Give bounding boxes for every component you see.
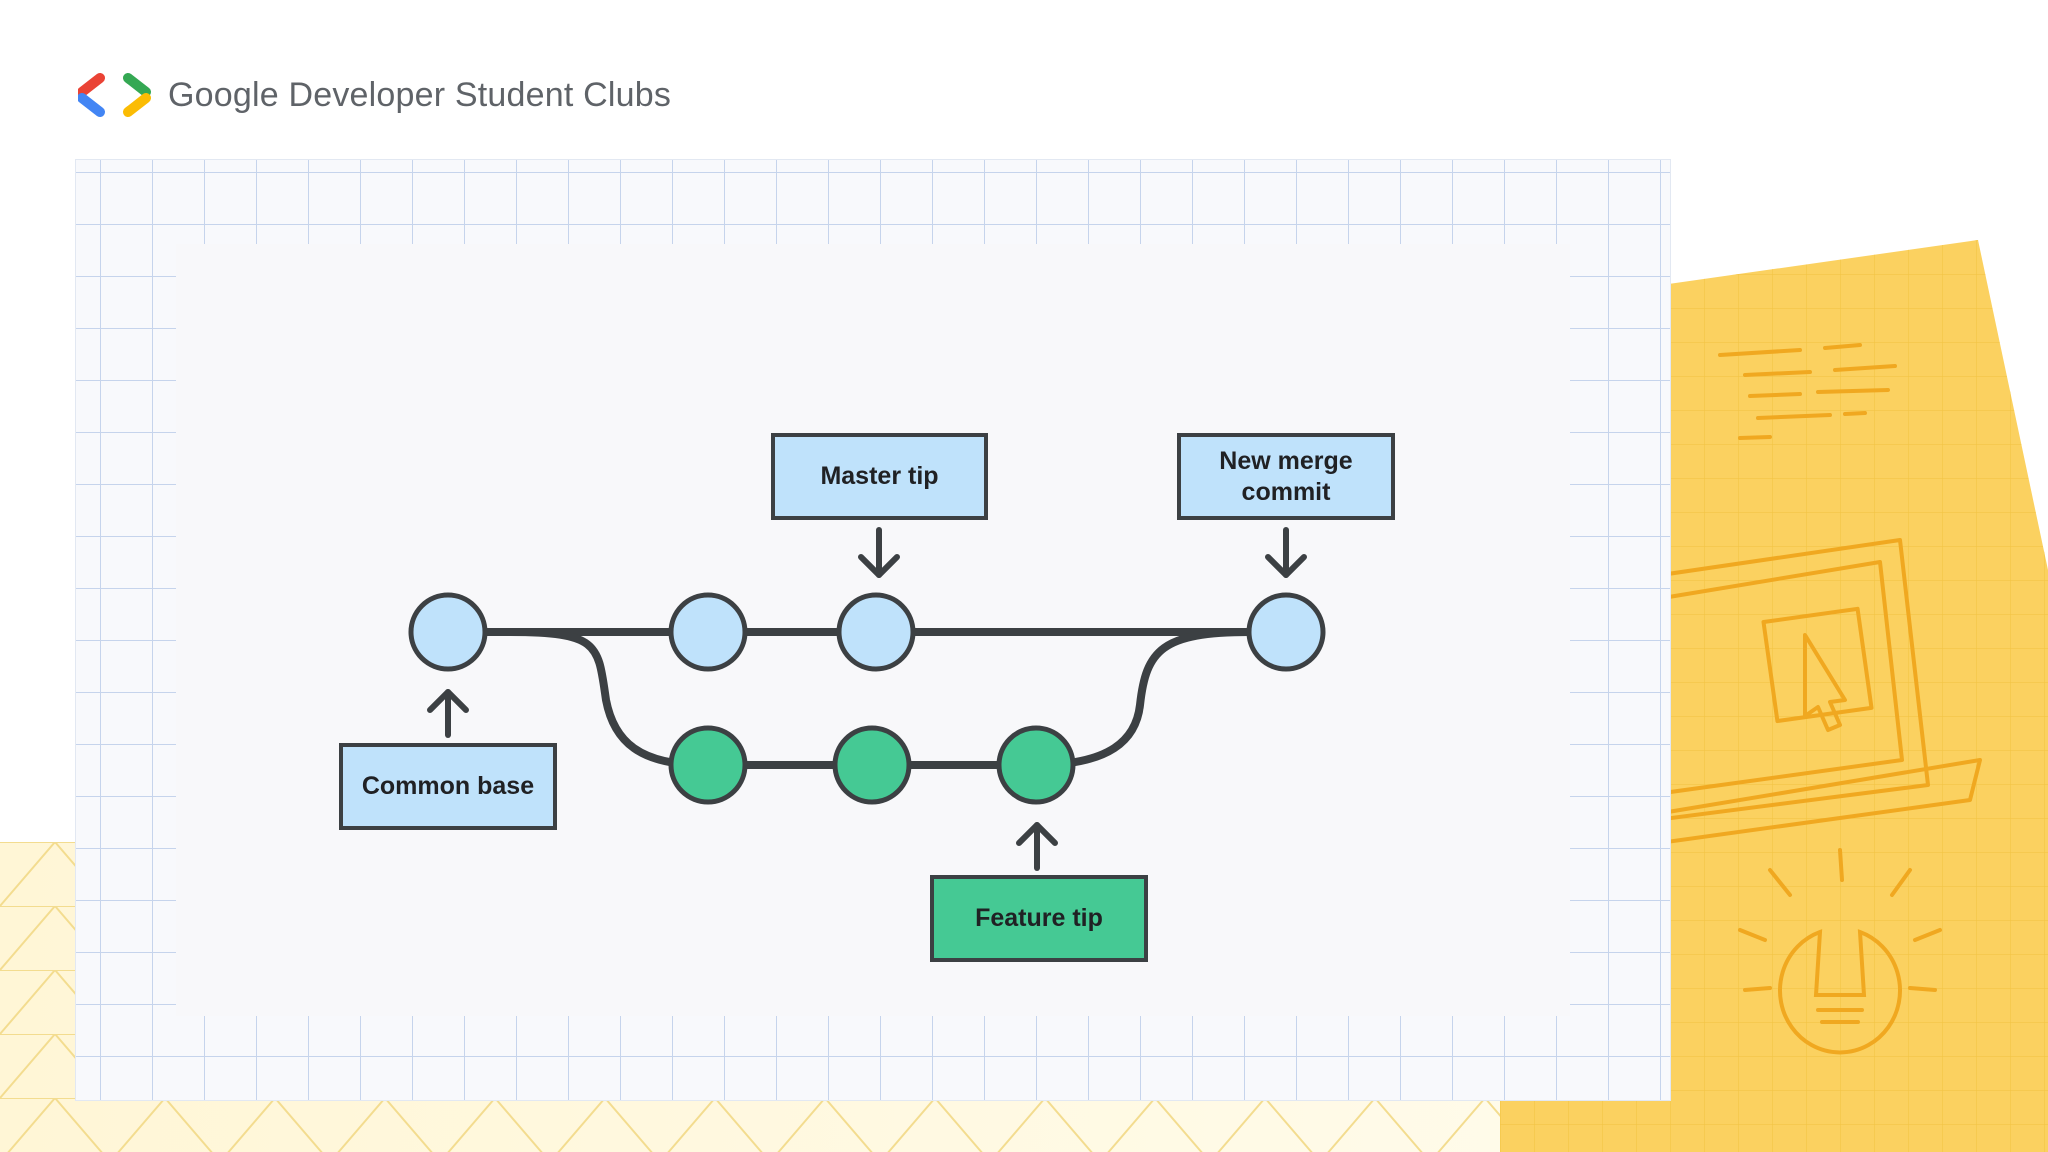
merge-curve: [1032, 628, 1254, 769]
cursor-sketch-icon: [1761, 606, 1874, 732]
header: Google Developer Student Clubs: [78, 70, 671, 120]
lightbulb-sketch-icon: [1738, 848, 1942, 1055]
arrow-up-icon-feature: [1016, 822, 1058, 871]
arrow-down-icon-master: [858, 527, 900, 578]
label-master-tip: Master tip: [771, 433, 988, 520]
label-new-merge-commit: New merge commit: [1177, 433, 1395, 520]
commit-feature-2: [832, 725, 912, 805]
commit-master-tip: [836, 592, 916, 672]
arrow-down-icon-merge: [1265, 527, 1307, 578]
commit-new-merge: [1246, 592, 1326, 672]
label-common-base-text: Common base: [361, 772, 535, 800]
label-master-tip-text: Master tip: [820, 462, 939, 490]
label-new-merge-commit-text: New merge commit: [1219, 446, 1353, 506]
commit-feature-1: [668, 725, 748, 805]
gdsc-logo-icon: [78, 73, 151, 117]
label-feature-tip: Feature tip: [930, 875, 1148, 962]
label-common-base: Common base: [339, 743, 557, 830]
feature-branch-curve-out: [506, 628, 709, 769]
commit-master-1: [668, 592, 748, 672]
arrow-up-icon-base: [427, 689, 469, 738]
label-feature-tip-text: Feature tip: [975, 904, 1103, 932]
commit-feature-tip: [996, 725, 1076, 805]
commit-common-base: [408, 592, 488, 672]
brand-name: Google Developer Student Clubs: [168, 75, 672, 114]
